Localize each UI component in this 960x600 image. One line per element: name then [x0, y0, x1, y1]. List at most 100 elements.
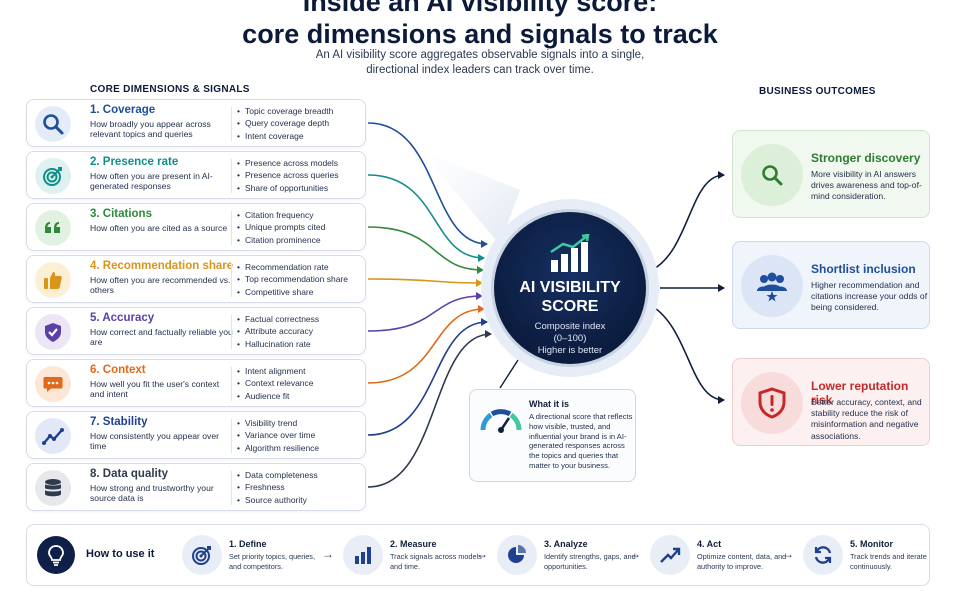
step-description: Track signals across models and time.: [390, 552, 482, 571]
dimension-signals: Factual correctnessAttribute accuracyHal…: [237, 313, 319, 350]
connector-outcome-3: [651, 305, 725, 404]
step-arrow-icon: →: [629, 547, 641, 561]
thumbs-up-icon: [35, 262, 71, 298]
signal-item: Citation frequency: [237, 209, 325, 221]
how-to-use-bar: How to use it 1. Define Set priority top…: [26, 524, 930, 586]
dimension-description: How well you fit the user's context and …: [90, 379, 220, 400]
outcome-title: Stronger discovery: [811, 151, 921, 165]
dimension-card: 3. Citations How often you are cited as …: [26, 203, 366, 251]
signal-item: Top recommendation share: [237, 273, 348, 285]
dimension-name: 2. Presence rate: [90, 156, 179, 168]
dimension-name: 6. Context: [90, 364, 146, 376]
dimension-divider: [231, 211, 232, 245]
target-icon: [35, 158, 71, 194]
connector-outcome-1: [651, 171, 725, 271]
page-title: Inside an AI visibility score: core dime…: [0, 0, 960, 50]
hub-sub-line-2: (0–100): [553, 333, 587, 344]
outcome-title: Lower reputation risk: [811, 379, 909, 407]
step-arrow-icon: →: [322, 547, 334, 561]
dimension-divider: [231, 419, 232, 453]
signal-item: Attribute accuracy: [237, 325, 319, 337]
dimension-card: 4. Recommendation share How often you ar…: [26, 255, 366, 303]
quote-icon: [35, 210, 71, 246]
signal-item: Query coverage depth: [237, 117, 333, 129]
ai-visibility-score-hub: AI VISIBILITY SCORE Composite index (0–1…: [491, 209, 649, 367]
dimension-card: 5. Accuracy How correct and factually re…: [26, 307, 366, 355]
hub-sub-line-1: Composite index: [534, 321, 606, 332]
dimension-name: 5. Accuracy: [90, 312, 155, 324]
trend-up-icon: [650, 535, 690, 575]
magnifier-icon: [741, 144, 803, 206]
connector-dimension-1: [367, 122, 488, 248]
hub-title: AI VISIBILITY SCORE: [494, 278, 646, 316]
connector-dimension-6: [367, 305, 485, 384]
dimension-description: How often you are recommended vs. others: [90, 275, 231, 296]
signal-item: Topic coverage breadth: [237, 105, 333, 117]
gauge-icon: [480, 409, 522, 433]
chat-bubble-icon: [35, 366, 71, 402]
signal-item: Competitive share: [237, 286, 348, 298]
rising-bar-chart-icon: [550, 234, 590, 272]
title-line-2: core dimensions and signals to track: [242, 19, 718, 49]
target-icon: [182, 535, 222, 575]
dimension-signals: Presence across modelsPresence across qu…: [237, 157, 339, 194]
dimension-name: 4. Recommendation share: [90, 260, 234, 272]
dimension-divider: [231, 315, 232, 349]
signal-item: Unique prompts cited: [237, 221, 325, 233]
dimension-signals: Data completenessFreshnessSource authori…: [237, 469, 318, 506]
people-group-icon: [741, 255, 803, 317]
dimension-name: 1. Coverage: [90, 104, 156, 116]
magnifier-icon: [35, 106, 71, 142]
dimension-name: 7. Stability: [90, 416, 148, 428]
connector-what-it-is: [499, 359, 519, 389]
dimension-card: 2. Presence rate How often you are prese…: [26, 151, 366, 199]
dimension-divider: [231, 263, 232, 297]
hub-title-line-2: SCORE: [541, 298, 599, 315]
signal-item: Variance over time: [237, 429, 319, 441]
refresh-icon: [803, 535, 843, 575]
connector-dimension-2: [367, 174, 485, 262]
connector-dimension-3: [367, 226, 484, 274]
step-description: Track trends and iterate continuously.: [850, 552, 927, 571]
signal-item: Data completeness: [237, 469, 318, 481]
signal-item: Visibility trend: [237, 417, 319, 429]
shield-check-icon: [35, 314, 71, 350]
signal-item: Context relevance: [237, 377, 314, 389]
dimension-divider: [231, 107, 232, 141]
dimension-name: 3. Citations: [90, 208, 152, 220]
hub-title-line-1: AI VISIBILITY: [519, 279, 621, 296]
subtitle-line-2: directional index leaders can track over…: [366, 64, 594, 76]
what-it-is-text: A directional score that reflects how vi…: [529, 412, 633, 470]
hub-sub-line-3: Higher is better: [537, 345, 603, 356]
dimension-card: 1. Coverage How broadly you appear acros…: [26, 99, 366, 147]
connector-dimension-5: [367, 292, 483, 332]
step-arrow-icon: →: [782, 547, 794, 561]
connector-dimension-4: [367, 278, 483, 287]
outcome-description: Better accuracy, context, and stability …: [811, 397, 922, 441]
dimension-description: How broadly you appear across relevant t…: [90, 119, 211, 140]
dimension-connectors: [367, 122, 492, 488]
lightbulb-icon: [37, 536, 75, 574]
shield-alert-icon: [741, 372, 803, 434]
title-line-1: Inside an AI visibility score:: [302, 0, 658, 17]
signal-item: Presence across queries: [237, 169, 339, 181]
outcome-card: Shortlist inclusion Higher recommendatio…: [732, 241, 930, 329]
right-section-heading: BUSINESS OUTCOMES: [759, 86, 876, 97]
step-title: 2. Measure: [390, 539, 437, 549]
signal-item: Factual correctness: [237, 313, 319, 325]
outcome-card: Lower reputation risk Better accuracy, c…: [732, 358, 930, 446]
bar-chart-icon: [343, 535, 383, 575]
dimension-divider: [231, 367, 232, 401]
dimension-name: 8. Data quality: [90, 468, 168, 480]
step-description: Optimize content, data, and authority to…: [697, 552, 787, 571]
step-title: 5. Monitor: [850, 539, 893, 549]
signal-item: Freshness: [237, 481, 318, 493]
signal-item: Algorithm resilience: [237, 442, 319, 454]
step-arrow-icon: →: [476, 547, 488, 561]
database-icon: [35, 470, 71, 506]
outcome-connectors: [651, 171, 725, 404]
dimension-signals: Intent alignmentContext relevanceAudienc…: [237, 365, 314, 402]
signal-item: Hallucination rate: [237, 338, 319, 350]
highlight-beam: [420, 150, 520, 245]
signal-item: Recommendation rate: [237, 261, 348, 273]
